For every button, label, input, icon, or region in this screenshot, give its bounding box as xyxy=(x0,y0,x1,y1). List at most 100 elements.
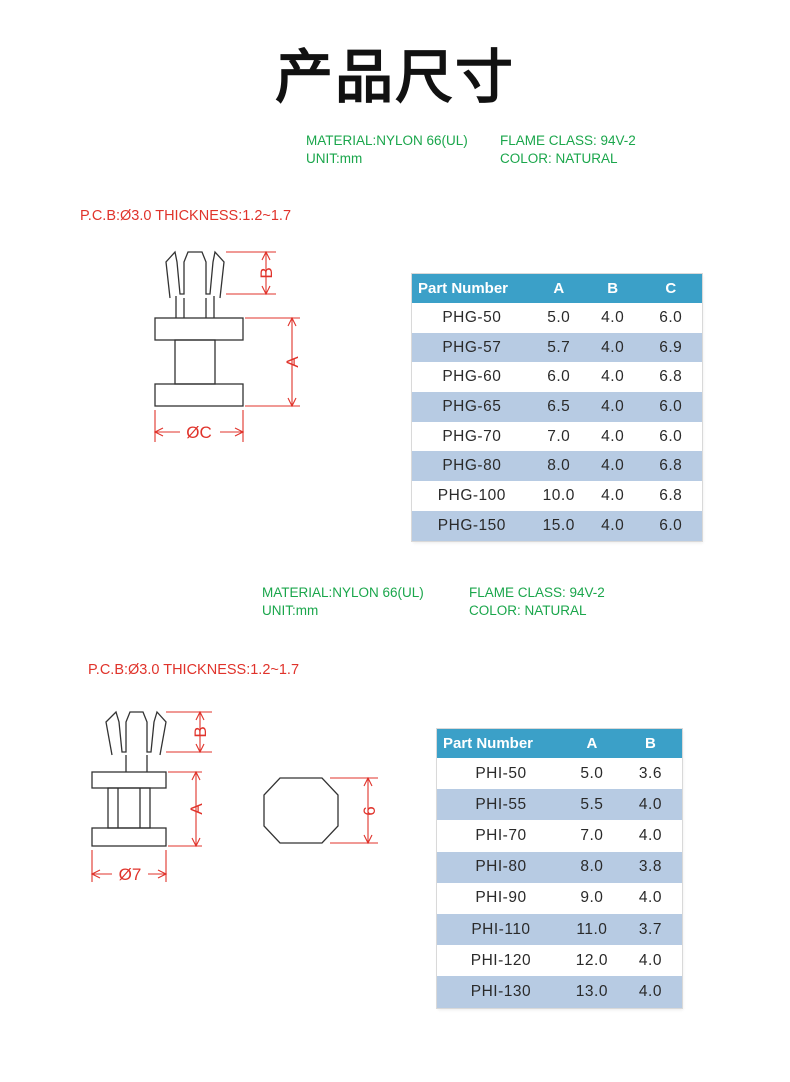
value-cell: 6.0 xyxy=(639,510,702,541)
value-cell: 5.0 xyxy=(531,303,586,333)
value-cell: 4.0 xyxy=(585,303,640,333)
dim-label-b: B xyxy=(257,267,276,278)
flame-spec-1: FLAME CLASS: 94V-2 COLOR: NATURAL xyxy=(500,132,636,168)
value-cell: 3.8 xyxy=(618,851,682,883)
value-cell: 9.0 xyxy=(564,882,619,914)
value-cell: 10.0 xyxy=(531,481,586,511)
value-cell: 4.0 xyxy=(618,789,682,821)
color-text: COLOR: NATURAL xyxy=(469,603,587,618)
value-cell: 4.0 xyxy=(618,945,682,977)
value-cell: 3.6 xyxy=(618,758,682,790)
header-a: A xyxy=(564,729,619,758)
part-number-cell: PHI-55 xyxy=(437,789,565,821)
value-cell: 5.0 xyxy=(564,758,619,790)
unit-text: UNIT:mm xyxy=(262,603,319,618)
flame-class-text: FLAME CLASS: 94V-2 xyxy=(500,133,636,148)
header-b: B xyxy=(618,729,682,758)
dim-label-d: Ø7 xyxy=(119,865,142,884)
value-cell: 4.0 xyxy=(585,510,640,541)
dim-label-c: ØC xyxy=(186,423,212,442)
table-header-row: Part Number A B C xyxy=(412,274,702,303)
material-text: MATERIAL:NYLON 66(UL) xyxy=(262,585,424,600)
value-cell: 12.0 xyxy=(564,945,619,977)
part-number-cell: PHG-57 xyxy=(412,332,532,363)
flame-spec-2: FLAME CLASS: 94V-2 COLOR: NATURAL xyxy=(469,584,605,620)
part-number-cell: PHI-110 xyxy=(437,913,565,946)
part-number-cell: PHG-50 xyxy=(412,303,532,333)
flame-class-text: FLAME CLASS: 94V-2 xyxy=(469,585,605,600)
value-cell: 6.8 xyxy=(639,481,702,511)
value-cell: 5.5 xyxy=(564,789,619,821)
table-header-row: Part Number A B xyxy=(437,729,682,758)
part-number-cell: PHI-90 xyxy=(437,882,565,914)
part-number-cell: PHI-70 xyxy=(437,820,565,852)
part-number-cell: PHG-70 xyxy=(412,421,532,452)
dim-label-b: B xyxy=(191,726,210,737)
value-cell: 11.0 xyxy=(564,913,619,946)
material-spec-2: MATERIAL:NYLON 66(UL) UNIT:mm xyxy=(262,584,424,620)
value-cell: 8.0 xyxy=(531,451,586,482)
header-b: B xyxy=(585,274,640,303)
header-part-number: Part Number xyxy=(412,274,532,303)
part-number-cell: PHG-150 xyxy=(412,510,532,541)
part-number-cell: PHI-50 xyxy=(437,758,565,790)
value-cell: 6.8 xyxy=(639,362,702,393)
value-cell: 4.0 xyxy=(585,451,640,482)
value-cell: 4.0 xyxy=(618,820,682,852)
value-cell: 6.0 xyxy=(639,303,702,333)
pcb-spec-2: P.C.B:Ø3.0 THICKNESS:1.2~1.7 xyxy=(88,662,300,678)
header-a: A xyxy=(531,274,586,303)
value-cell: 4.0 xyxy=(585,421,640,452)
spacer-drawing-phi: B A Ø7 6 xyxy=(90,710,379,884)
part-number-cell: PHG-80 xyxy=(412,451,532,482)
value-cell: 6.5 xyxy=(531,392,586,422)
value-cell: 5.7 xyxy=(531,332,586,363)
value-cell: 4.0 xyxy=(585,392,640,422)
value-cell: 8.0 xyxy=(564,851,619,883)
pcb-spec-1: P.C.B:Ø3.0 THICKNESS:1.2~1.7 xyxy=(80,208,292,224)
value-cell: 6.0 xyxy=(639,421,702,452)
part-number-cell: PHG-60 xyxy=(412,362,532,393)
value-cell: 4.0 xyxy=(585,362,640,393)
value-cell: 15.0 xyxy=(531,510,586,541)
part-number-cell: PHG-100 xyxy=(412,481,532,511)
part-number-cell: PHI-120 xyxy=(437,945,565,977)
dim-label-a: A xyxy=(187,803,206,815)
header-part-number: Part Number xyxy=(437,729,565,758)
part-number-cell: PHI-80 xyxy=(437,851,565,883)
value-cell: 4.0 xyxy=(585,332,640,363)
dim-label-a: A xyxy=(283,356,302,368)
value-cell: 7.0 xyxy=(564,820,619,852)
value-cell: 6.9 xyxy=(639,332,702,363)
material-spec-1: MATERIAL:NYLON 66(UL) UNIT:mm xyxy=(306,132,468,168)
value-cell: 4.0 xyxy=(585,481,640,511)
dim-label-six: 6 xyxy=(360,806,379,815)
unit-text: UNIT:mm xyxy=(306,151,363,166)
value-cell: 4.0 xyxy=(618,882,682,914)
material-text: MATERIAL:NYLON 66(UL) xyxy=(306,133,468,148)
part-number-cell: PHG-65 xyxy=(412,392,532,422)
value-cell: 3.7 xyxy=(618,913,682,946)
part-number-cell: PHI-130 xyxy=(437,976,565,1008)
header-c: C xyxy=(639,274,702,303)
value-cell: 6.0 xyxy=(639,392,702,422)
value-cell: 4.0 xyxy=(618,976,682,1008)
